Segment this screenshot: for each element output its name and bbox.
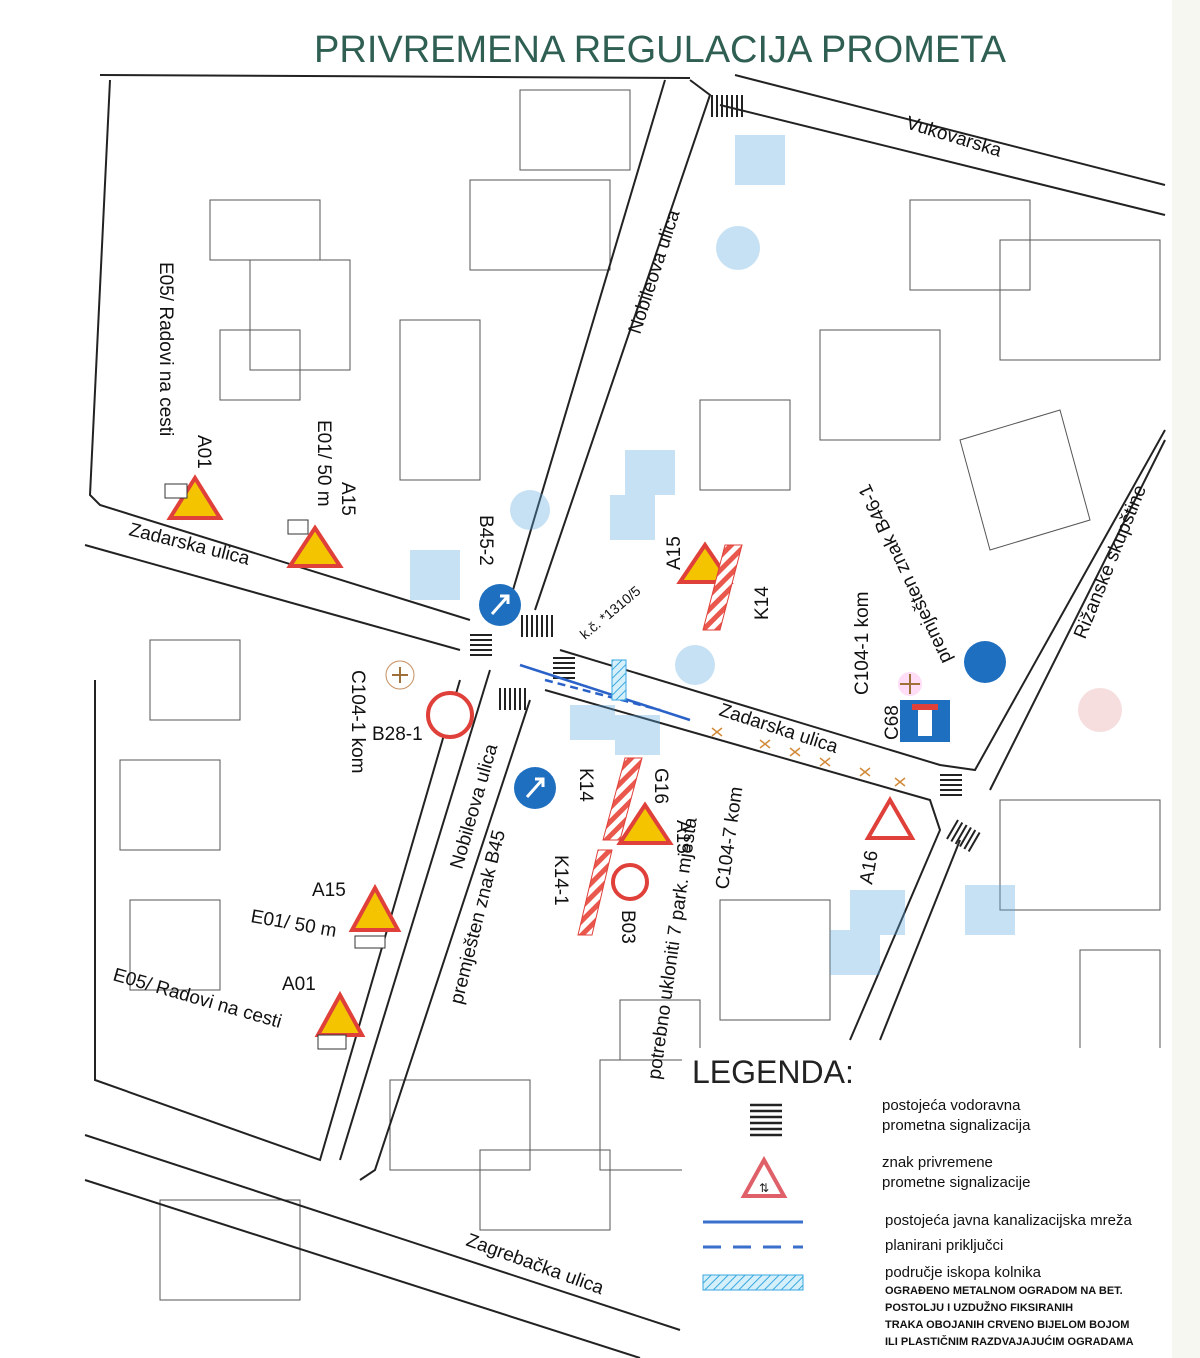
legend-text: područje iskopa kolnika <box>885 1264 1042 1281</box>
label-k14-1: K14-1 <box>550 855 571 906</box>
label-b45-2: B45-2 <box>475 515 496 566</box>
crosswalk-markings <box>470 95 981 853</box>
label-b28-1: B28-1 <box>372 724 423 745</box>
label-b03: B03 <box>617 910 638 944</box>
existing-parking-sign-icon <box>850 890 905 935</box>
k14-barrier-icon <box>702 544 743 631</box>
b28-1-no-turn-sign-icon <box>426 691 474 739</box>
sewer-network <box>519 659 691 722</box>
label-g16: G16 <box>650 768 671 804</box>
label-a15: A15 <box>664 536 685 570</box>
legend-note: ILI PLASTIČNIM RAZDVAJAJUĆIM OGRADAMA <box>885 1335 1134 1348</box>
legend-text: prometne signalizacije <box>882 1174 1030 1191</box>
crosswalk-icon <box>750 1103 782 1137</box>
existing-arrow-sign-icon <box>625 450 675 495</box>
label-a01: A01 <box>282 974 316 995</box>
k14-1-barrier-icon <box>577 849 613 936</box>
e01-distance-plate-icon <box>287 519 309 535</box>
existing-arrow-sign-icon <box>830 930 880 975</box>
label-a15: A15 <box>337 482 358 516</box>
label-c68: C68 <box>882 705 903 740</box>
existing-parking-sign-icon <box>570 705 615 740</box>
label-e01: E01/ 50 m <box>313 420 334 507</box>
existing-sign-icon <box>1078 688 1122 732</box>
b03-prohibition-sign-icon <box>611 863 649 901</box>
existing-sign-icon <box>615 715 660 755</box>
label-e05: E05/ Radovi na cesti <box>155 262 176 436</box>
label-c104-1-west: C104-1 kom <box>347 670 368 774</box>
existing-sign-icon <box>410 550 460 600</box>
temporary-signs <box>164 474 1006 1050</box>
legend-title: LEGENDA: <box>692 1054 854 1090</box>
existing-parking-sign-icon <box>610 495 655 540</box>
label-a01: A01 <box>193 435 214 469</box>
a15-roadworks-sign-icon <box>348 883 402 932</box>
svg-text:⇅: ⇅ <box>759 1181 769 1195</box>
e05-text-plate-icon <box>164 483 188 499</box>
a16-two-way-traffic-sign-icon <box>864 796 916 840</box>
e01-distance-plate-icon <box>354 935 386 949</box>
existing-signs <box>410 135 1122 975</box>
e05-text-plate-icon <box>317 1034 347 1050</box>
removed-parking-marks <box>711 727 906 787</box>
legend-text: postojeća javna kanalizacijska mreža <box>885 1212 1132 1229</box>
existing-sign-icon <box>965 885 1015 935</box>
map-title: PRIVREMENA REGULACIJA PROMETA <box>314 29 1007 71</box>
label-a15: A15 <box>672 820 693 854</box>
legend-text: prometna signalizacija <box>882 1117 1031 1134</box>
label-k14: K14 <box>752 586 773 620</box>
legend-note: OGRAĐENO METALNOM OGRADOM NA BET. <box>885 1285 1123 1297</box>
legend: LEGENDA: postojeća vodoravna prometna si… <box>682 1048 1172 1358</box>
temporary-sign-icon <box>740 1155 788 1198</box>
label-a15: A15 <box>312 880 346 901</box>
a15-roadworks-sign-icon <box>616 801 674 845</box>
legend-note: POSTOLJU I UZDUŽNO FIKSIRANIH <box>885 1301 1073 1314</box>
label-k14: K14 <box>575 768 596 802</box>
existing-sign-icon <box>510 490 550 530</box>
existing-sign-icon <box>735 135 785 185</box>
label-c104-1-east: C104-1 kom <box>852 592 873 696</box>
legend-note: TRAKA OBOJANIH CRVENO BIJELOM BOJOM <box>885 1319 1129 1331</box>
legend-text: planirani priključci <box>885 1237 1003 1254</box>
b46-1-roundabout-sign-icon <box>964 641 1006 683</box>
existing-roundabout-sign-icon <box>716 226 760 270</box>
excavation-area <box>611 659 627 701</box>
legend-text: postojeća vodoravna <box>882 1097 1021 1114</box>
legend-text: znak privremene <box>882 1154 993 1171</box>
existing-sign-icon <box>675 645 715 685</box>
hatched-area-icon <box>702 1274 804 1291</box>
a15-roadworks-sign-icon <box>286 524 344 568</box>
